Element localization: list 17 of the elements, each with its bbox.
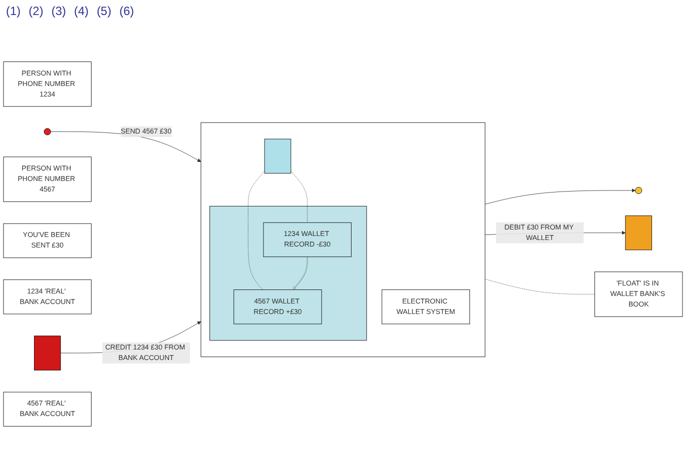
cluster [200,122,486,358]
node-box [625,215,652,250]
connector [484,278,595,294]
connector [248,170,265,290]
node-circle [635,186,642,194]
node-box [264,138,292,174]
node-circle [44,128,51,136]
cluster [210,206,367,341]
step-number: (3) [51,4,66,18]
step-number: (5) [96,4,112,18]
step-number: (4) [74,4,89,18]
connector [290,170,308,223]
node-box [34,336,61,370]
step-number: (6) [119,4,134,18]
step-number: (2) [28,4,44,18]
step-number: (1) [6,4,21,18]
arrow [292,256,308,290]
